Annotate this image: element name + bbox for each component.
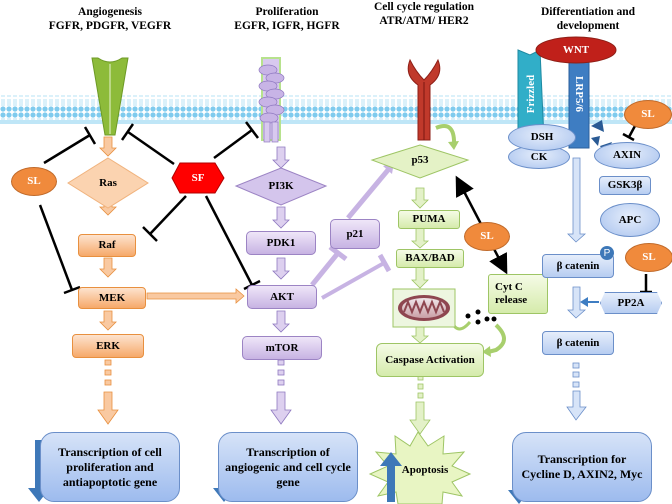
inhibit-akt-to-baxbad xyxy=(321,253,392,300)
akt-node: AKT xyxy=(247,285,317,309)
p53-label: p53 xyxy=(411,153,429,166)
arrow-mtor-dotted xyxy=(270,359,292,425)
arrow-akt-to-mtor xyxy=(272,310,290,333)
arrow-caspase-dotted xyxy=(409,374,431,435)
header-proliferation: Proliferation EGFR, IGFR, HGFR xyxy=(222,5,352,33)
frizzled-label: Frizzled xyxy=(524,74,537,114)
arrow-mek-to-akt xyxy=(146,288,245,304)
header-proliferation-title: Proliferation xyxy=(255,6,319,18)
inhibit-sf-to-angio-receptor xyxy=(120,123,175,166)
sf-node xyxy=(171,162,225,194)
arrow-p53-to-puma xyxy=(411,187,429,209)
cytc-node: Cyt C release xyxy=(488,274,548,314)
axin-node: AXIN xyxy=(594,142,660,169)
proliferation-receptor-icon xyxy=(258,57,285,143)
header-differentiation: Differentiation and development xyxy=(518,5,658,33)
header-cell-cycle-receptors: ATR/ATM/ HER2 xyxy=(379,15,469,27)
down-arrow-icon-1 xyxy=(28,440,50,502)
up-arrow-icon xyxy=(380,452,402,502)
ras-node xyxy=(67,157,149,209)
dsh-node: DSH xyxy=(508,124,576,151)
header-differentiation-title: Differentiation and xyxy=(540,6,636,18)
pdk1-node: PDK1 xyxy=(246,231,316,255)
inhibit-akt-to-p21 xyxy=(310,245,348,287)
inhibit-sl-to-mek xyxy=(38,204,81,295)
caspase-node: Caspase Activation xyxy=(376,343,484,377)
p53-node xyxy=(370,144,470,179)
sl-node-center: SL xyxy=(464,222,510,251)
baxbad-node: BAX/BAD xyxy=(396,249,464,268)
arrow-receptor-to-pi3k xyxy=(272,146,290,169)
arrow-puma-to-baxbad xyxy=(410,226,430,249)
mitochondrion-icon xyxy=(392,288,456,328)
sl-node-left: SL xyxy=(11,167,57,196)
arrow-p21-to-p53 xyxy=(346,162,394,220)
header-angiogenesis-title: Angiogenesis xyxy=(78,6,142,18)
pi3k-label: PI3K xyxy=(268,179,294,192)
arrow-mek-to-erk xyxy=(99,310,117,331)
arrow-receptor-to-ras xyxy=(99,136,117,157)
p21-node: p21 xyxy=(330,219,380,249)
sl-node-wnt-bottom: SL xyxy=(625,243,672,272)
header-cell-cycle: Cell cycle regulation ATR/ATM/ HER2 xyxy=(364,0,484,28)
wnt-node xyxy=(535,36,617,64)
arrow-bcatp-to-bcat xyxy=(567,286,587,319)
cytc-dots xyxy=(465,309,497,325)
phospho-badge: P xyxy=(600,246,614,260)
sf-label: SF xyxy=(191,171,205,184)
header-angiogenesis: Angiogenesis FGFR, PDGFR, VEGFR xyxy=(30,5,190,33)
arrow-mito-to-caspase xyxy=(410,326,430,344)
puma-node: PUMA xyxy=(398,210,460,229)
arrow-baxbad-to-mito xyxy=(411,265,429,289)
mtor-node: mTOR xyxy=(242,336,322,360)
arrow-pp2a-to-bcat xyxy=(580,297,599,307)
outcome-proliferation: Transcription of angiogenic and cell cyc… xyxy=(218,432,358,502)
inhibit-sl-to-receptor xyxy=(43,126,97,165)
lrp-label: LRP5/6 xyxy=(573,75,586,113)
inhibit-sl-to-pp2a xyxy=(640,274,652,294)
sl-node-wnt-top: SL xyxy=(624,100,672,129)
header-angiogenesis-receptors: FGFR, PDGFR, VEGFR xyxy=(48,20,172,32)
angiogenesis-receptor-icon xyxy=(91,57,129,136)
raf-node: Raf xyxy=(78,234,136,257)
arrow-bcat-dotted xyxy=(566,362,587,421)
apoptosis-label: Apoptosis xyxy=(401,463,449,476)
cell-cycle-receptor-icon xyxy=(407,58,459,150)
wnt-label: WNT xyxy=(562,43,590,56)
header-cell-cycle-title: Cell cycle regulation xyxy=(373,1,475,13)
header-proliferation-receptors: EGFR, IGFR, HGFR xyxy=(234,20,340,32)
mek-node: MEK xyxy=(78,287,146,309)
arrow-pi3k-to-pdk1 xyxy=(272,206,290,229)
pi3k-node xyxy=(234,167,328,206)
inhibit-sf-to-raf xyxy=(142,195,187,242)
header-differentiation-subtitle: development xyxy=(556,20,620,32)
arrow-erk-dotted xyxy=(97,359,119,425)
pp2a-node: PP2A xyxy=(600,292,662,314)
gsk3b-node: GSK3β xyxy=(599,176,651,195)
arrow-lrp-to-bcatenin xyxy=(567,157,587,243)
outcome-angiogenesis: Transcription of cell proliferation and … xyxy=(40,432,180,502)
inhibit-sf-to-prolif-receptor xyxy=(213,121,259,160)
curved-arrow-cytc xyxy=(487,323,506,354)
bcatenin-node: β catenin xyxy=(542,331,614,355)
erk-node: ERK xyxy=(72,334,144,358)
arrow-pdk1-to-akt xyxy=(272,257,290,280)
arrow-raf-to-mek xyxy=(99,257,117,278)
ras-label: Ras xyxy=(99,176,117,189)
outcome-wnt: Transcription for Cycline D, AXIN2, Myc xyxy=(512,432,652,502)
apc-node: APC xyxy=(600,203,660,237)
